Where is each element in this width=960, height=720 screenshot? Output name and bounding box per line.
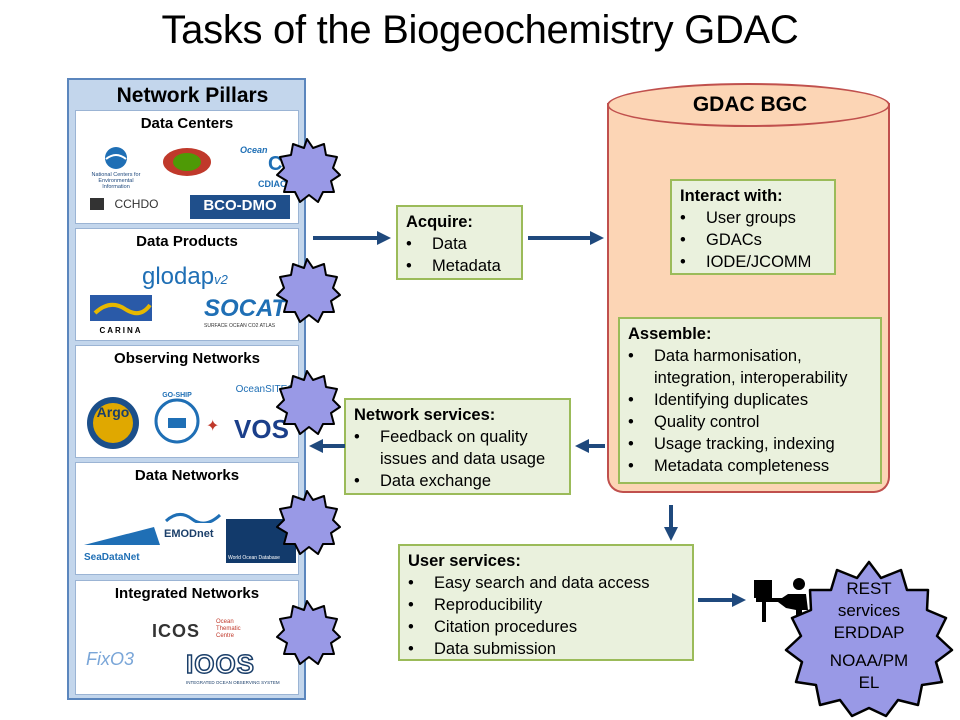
assemble-box: Assemble: Data harmonisation, integratio… xyxy=(618,317,882,484)
gdac-title: GDAC BGC xyxy=(692,93,808,116)
arrow-right-icon xyxy=(528,231,604,245)
panel-title: Integrated Networks xyxy=(114,585,260,602)
socat-logo: SOCAT SURFACE OCEAN CO2 ATLAS xyxy=(204,295,287,329)
cdiac-logo: Ocean C CDIAC xyxy=(240,145,287,189)
gear-icon xyxy=(276,258,341,323)
vos-logo: ✦ VOS xyxy=(206,414,289,444)
network-services-box: Network services: Feedback on quality is… xyxy=(344,398,571,495)
list-item: Easy search and data access xyxy=(408,572,684,594)
oceansites-logo: OceanSITES xyxy=(235,384,294,395)
list-item: Citation procedures xyxy=(408,616,684,638)
panel-observing-networks: Observing Networks Argo GO-SHIP OceanSIT… xyxy=(75,345,299,458)
panel-integrated-networks: Integrated Networks ICOS Ocean Thematic … xyxy=(75,580,299,695)
panel-data-products: Data Products glodapv2 CARINA SOCAT SURF… xyxy=(75,228,299,341)
emodnet-logo: EMODnet xyxy=(164,509,222,565)
gear-icon xyxy=(276,490,341,555)
list-item: Data xyxy=(406,233,513,255)
list-item: Feedback on quality issues and data usag… xyxy=(354,426,561,470)
ioos-logo: IOOS INTEGRATED OCEAN OBSERVING SYSTEM xyxy=(185,648,280,685)
list-item: Usage tracking, indexing xyxy=(628,433,872,455)
gdac-cylinder-top xyxy=(607,83,890,127)
assemble-heading: Assemble: xyxy=(628,325,712,343)
gear-icon xyxy=(784,560,954,718)
acquire-heading: Acquire: xyxy=(406,213,473,231)
list-item: Reproducibility xyxy=(408,594,684,616)
cchdo-logo: CCHDO xyxy=(90,195,180,217)
gear-icon xyxy=(276,370,341,435)
list-item: Data submission xyxy=(408,638,684,660)
fixo3-logo: FixO3 xyxy=(86,649,135,669)
gear-label-line: services xyxy=(837,601,901,620)
icos-logo: ICOS xyxy=(152,621,201,641)
panel-data-networks: Data Networks SeaDataNet EMODnet World O… xyxy=(75,462,299,575)
interact-box: Interact with: User groups GDACs IODE/JC… xyxy=(670,179,836,275)
user-services-heading: User services: xyxy=(408,552,521,570)
arrow-down-icon xyxy=(664,505,678,541)
diagram-title: Tasks of the Biogeochemistry GDAC xyxy=(161,8,799,52)
rest-services-label: REST services ERDDAP NOAA/PM EL xyxy=(800,578,938,694)
gear-label-line: EL xyxy=(858,673,880,692)
acquire-box: Acquire: Data Metadata xyxy=(396,205,523,280)
list-item: Quality control xyxy=(628,411,872,433)
go-ship-logo: GO-SHIP xyxy=(154,392,200,444)
list-item: User groups xyxy=(680,207,826,229)
list-item: Data exchange xyxy=(354,470,561,492)
gear-label-line: NOAA/PM xyxy=(829,651,909,670)
list-item: Metadata completeness xyxy=(628,455,872,477)
bco-dmo-logo: BCO-DMO xyxy=(190,195,290,219)
list-item: Identifying duplicates xyxy=(628,389,872,411)
arrow-right-icon xyxy=(698,593,746,607)
gear-label-line: REST xyxy=(846,579,892,598)
list-item: IODE/JCOMM xyxy=(680,251,826,273)
interact-heading: Interact with: xyxy=(680,187,783,205)
gear-icon xyxy=(276,600,341,665)
network-pillars-column: Data Centers National Centers for Enviro… xyxy=(67,78,306,700)
panel-title: Data Products xyxy=(136,233,238,250)
data-center-logo xyxy=(162,147,212,177)
list-item: Data harmonisation, integration, interop… xyxy=(628,345,872,389)
ncei-logo: National Centers for Environmental Infor… xyxy=(86,145,146,195)
seadatanet-logo: SeaDataNet xyxy=(84,525,160,563)
arrow-left-icon xyxy=(575,439,605,453)
panel-title: Data Centers xyxy=(140,115,234,132)
gear-label-line: ERDDAP xyxy=(833,623,905,642)
panel-data-centers: Data Centers National Centers for Enviro… xyxy=(75,110,299,224)
network-services-heading: Network services: xyxy=(354,406,496,424)
list-item: Metadata xyxy=(406,255,513,277)
glodap-logo: glodapv2 xyxy=(142,263,228,290)
argo-logo: Argo xyxy=(84,396,142,450)
arrow-left-icon xyxy=(309,439,345,453)
panel-title: Observing Networks xyxy=(114,350,260,367)
pillars-heading: Network Pillars xyxy=(116,84,269,107)
arrow-right-icon xyxy=(313,231,391,245)
panel-title: Data Networks xyxy=(134,467,240,484)
list-item: GDACs xyxy=(680,229,826,251)
carina-logo: CARINA xyxy=(90,295,152,335)
user-services-box: User services: Easy search and data acce… xyxy=(398,544,694,661)
gear-icon xyxy=(276,138,341,203)
ocean-thematic-centre-label: Ocean Thematic Centre xyxy=(216,619,241,639)
